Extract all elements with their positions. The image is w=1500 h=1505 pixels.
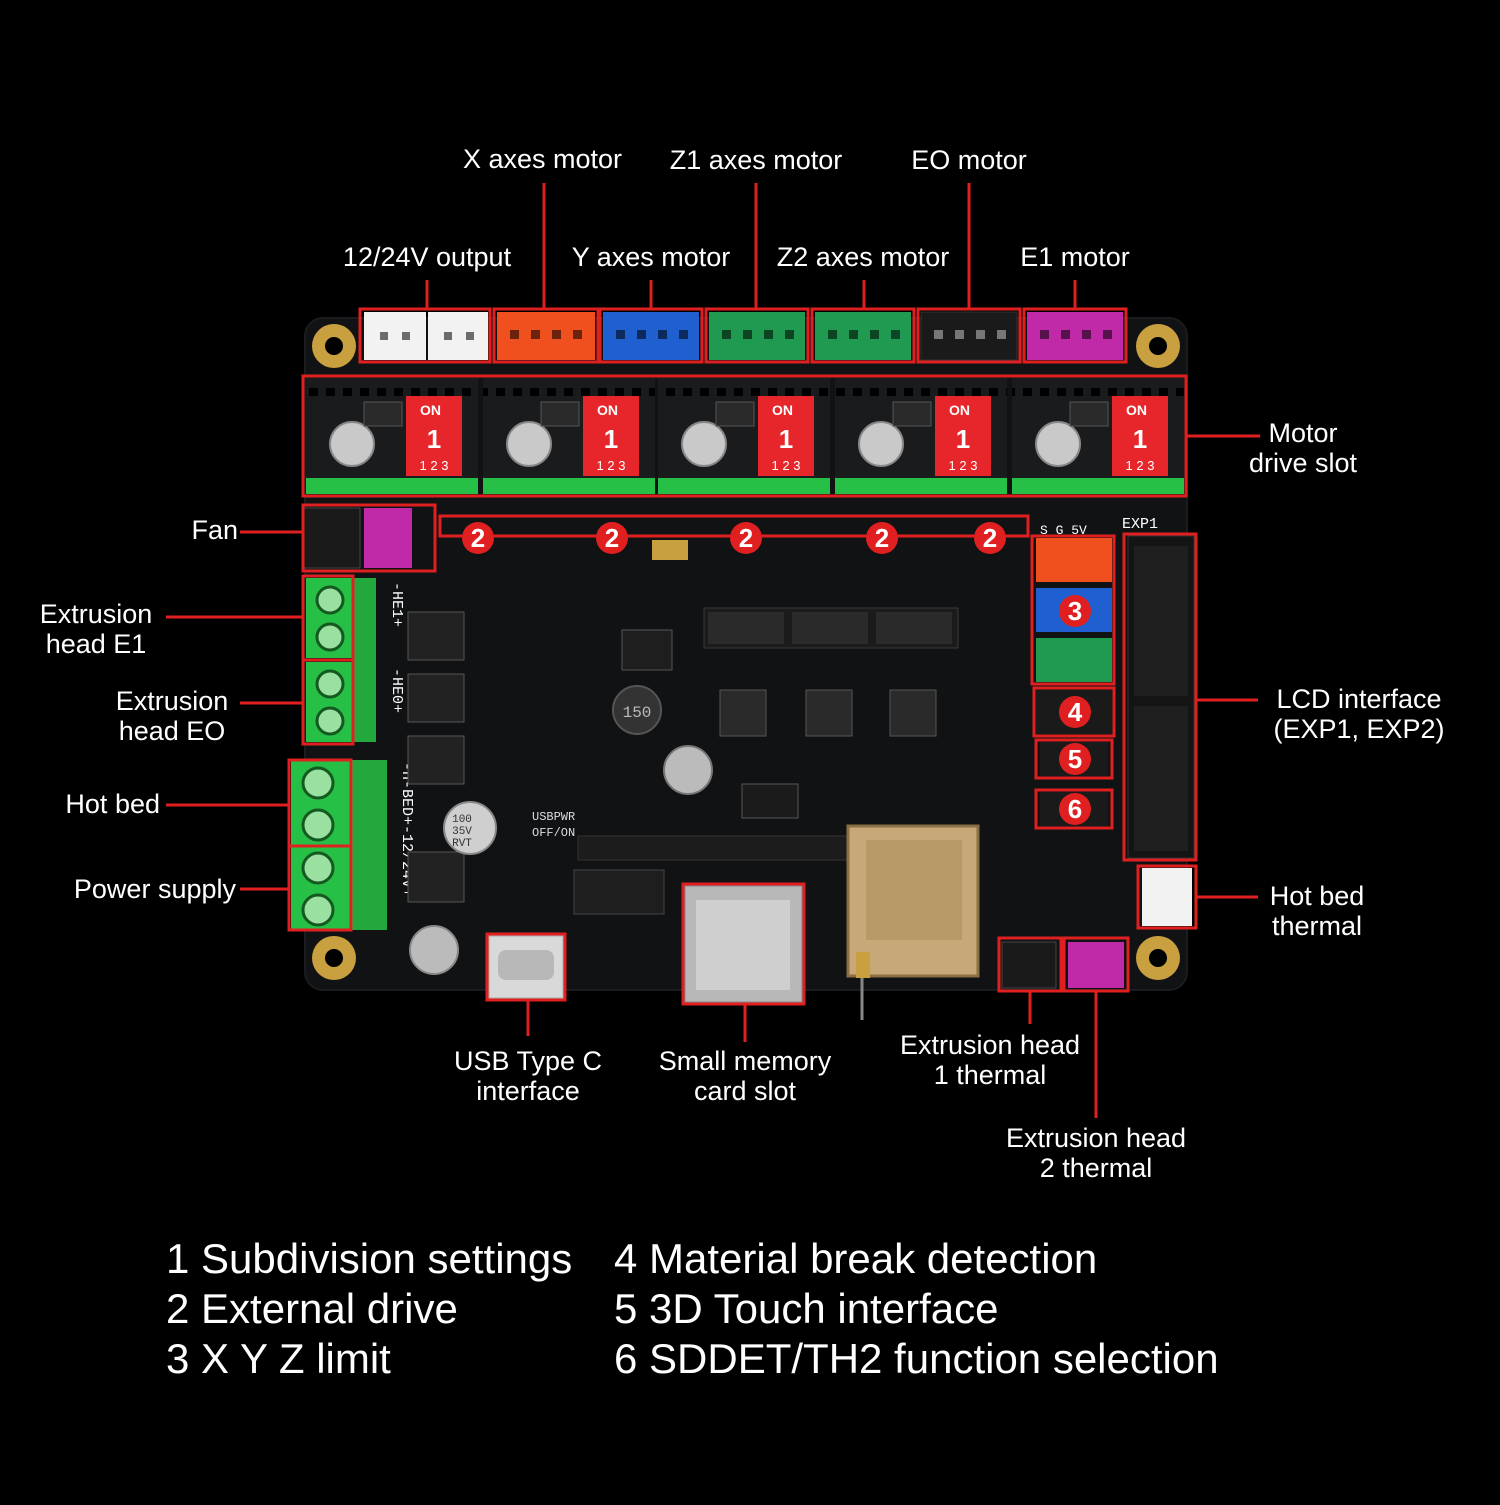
- badge-1: 1: [1133, 424, 1147, 454]
- motor-driver-slots: ON 1 1 2 3 ON 1 1 2 3 ON 1 1 2 3 ON 1 1 2 3 ON 1 1 2 3: [306, 378, 1184, 494]
- dip-numbers: 1 2 3: [597, 458, 626, 473]
- power-output-connector-1: [364, 312, 426, 360]
- label-12-24v-output: 12/24V output: [342, 242, 512, 272]
- badge-4-6: 4: [1059, 696, 1091, 728]
- dip-on-label: ON: [949, 402, 970, 418]
- leader-lines: [166, 183, 1260, 1118]
- svg-text:100: 100: [452, 814, 472, 826]
- svg-text:2: 2: [605, 523, 619, 553]
- label-x-axes-motor: X axes motor: [462, 144, 623, 174]
- label-eo-motor: EO motor: [911, 145, 1027, 175]
- badge-1: 1: [779, 424, 793, 454]
- motor-headers: [364, 311, 1123, 361]
- dip-on-label: ON: [772, 402, 793, 418]
- driver-slot-1: ON 1 1 2 3: [306, 378, 478, 494]
- svg-text:3: 3: [1068, 596, 1082, 626]
- he0-silkscreen: -HE0+: [388, 668, 405, 713]
- svg-text:2: 2: [983, 523, 997, 553]
- svg-text:2: 2: [471, 523, 485, 553]
- svg-text:2: 2: [739, 523, 753, 553]
- label-y-axes-motor: Y axes motor: [571, 242, 731, 272]
- mounting-holes: [312, 324, 1180, 980]
- legend-item-3: 3 X Y Z limit: [166, 1335, 391, 1382]
- svg-text:2: 2: [875, 523, 889, 553]
- driver-slot-5: ON 1 1 2 3: [1012, 378, 1184, 494]
- badge-1: 1: [956, 424, 970, 454]
- th1-connector: [1001, 941, 1057, 989]
- power-output-connector-2: [428, 312, 488, 360]
- svg-text:RVT: RVT: [452, 838, 472, 850]
- badge-6-8: 6: [1059, 793, 1091, 825]
- legend-item-2: 2 External drive: [166, 1285, 458, 1332]
- badge-5-7: 5: [1059, 743, 1091, 775]
- dip-numbers: 1 2 3: [949, 458, 978, 473]
- exp1-silkscreen: EXP1: [1122, 516, 1158, 533]
- label-lcd-interface: LCD interface(EXP1, EXP2): [1273, 684, 1445, 744]
- dip-switch: [1112, 396, 1168, 476]
- label-z2-axes-motor: Z2 axes motor: [776, 242, 950, 272]
- th2-connector: [1068, 942, 1124, 988]
- dip-switch: [935, 396, 991, 476]
- svg-text:6: 6: [1068, 794, 1082, 824]
- capacitor-large: [443, 801, 497, 855]
- badge-3-5: 3: [1059, 595, 1091, 627]
- driver-slot-4: ON 1 1 2 3: [835, 378, 1007, 494]
- label-hot-bed: Hot bed: [65, 789, 160, 819]
- dip-numbers: 1 2 3: [420, 458, 449, 473]
- svg-text:OFF/ON: OFF/ON: [532, 826, 575, 840]
- badge-2-2: 2: [730, 522, 762, 554]
- badge-2-1: 2: [596, 522, 628, 554]
- usbpwr-silkscreen: USBPWR: [532, 810, 575, 824]
- legend-left: 1 Subdivision settings 2 External drive …: [166, 1234, 572, 1384]
- svg-text:4: 4: [1068, 697, 1083, 727]
- driver-slot-3: ON 1 1 2 3: [658, 378, 830, 494]
- dip-on-label: ON: [420, 402, 441, 418]
- badge-2-0: 2: [462, 522, 494, 554]
- svg-text:35V: 35V: [452, 826, 472, 838]
- number-badges: 2 2 2 2 2 3 4 5 6: [462, 522, 1091, 825]
- legend-item-6: 6 SDDET/TH2 function selection: [614, 1335, 1219, 1382]
- driver-slot-2: ON 1 1 2 3: [483, 378, 655, 494]
- he1-silkscreen: -HE1+: [388, 582, 405, 627]
- svg-text:5: 5: [1068, 744, 1082, 774]
- legend-right: 4 Material break detection 5 3D Touch in…: [614, 1234, 1219, 1384]
- dip-switch: [758, 396, 814, 476]
- badge-1: 1: [604, 424, 618, 454]
- badge-2-4: 2: [974, 522, 1006, 554]
- legend-item-4: 4 Material break detection: [614, 1235, 1098, 1282]
- fan-connector: [303, 507, 361, 569]
- legend-item-5: 5 3D Touch interface: [614, 1285, 999, 1332]
- label-z1-axes-motor: Z1 axes motor: [669, 145, 843, 175]
- dip-on-label: ON: [597, 402, 618, 418]
- badge-2-3: 2: [866, 522, 898, 554]
- fan2-connector: [364, 508, 412, 568]
- dip-on-label: ON: [1126, 402, 1147, 418]
- dip-switch: [406, 396, 462, 476]
- pcb-components: 150 100 35V RVT USBPWR OFF/ON EXP1 S G 5…: [407, 516, 1195, 1020]
- badge-1: 1: [427, 424, 441, 454]
- dip-numbers: 1 2 3: [1126, 458, 1155, 473]
- inductor-marking: 150: [623, 704, 652, 722]
- label-fan: Fan: [191, 515, 238, 545]
- dip-numbers: 1 2 3: [772, 458, 801, 473]
- label-power-supply: Power supply: [73, 874, 236, 904]
- hotbed-thermal-connector: [1142, 868, 1192, 926]
- left-terminals: [291, 507, 412, 930]
- legend-item-1: 1 Subdivision settings: [166, 1235, 573, 1282]
- sg5v-silkscreen: S G 5V: [1040, 523, 1087, 538]
- label-e1-motor: E1 motor: [1020, 242, 1130, 272]
- dip-switch: [583, 396, 639, 476]
